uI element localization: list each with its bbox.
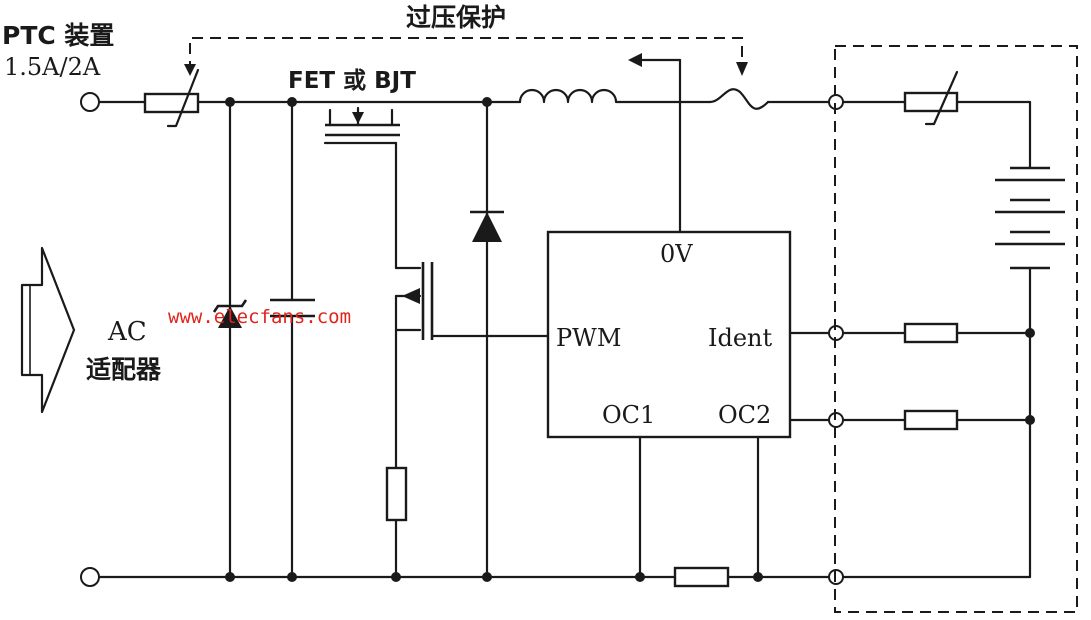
pin-0v: 0V (660, 240, 693, 268)
wiring (98, 58, 1032, 579)
inductor (518, 88, 622, 104)
label-ac: AC (107, 317, 147, 347)
current-sense-resistor (673, 566, 730, 588)
battery-pack-outline (834, 45, 1078, 613)
ident-resistor (903, 322, 959, 344)
thermistor-resistor (903, 409, 959, 431)
input-terminal-bottom (80, 567, 100, 587)
zener-diode-input (212, 299, 248, 328)
pin-pwm: PWM (556, 324, 621, 352)
overvoltage-link (184, 37, 748, 76)
ptc-thermistor-input (143, 68, 200, 128)
label-adapter: 适配器 (86, 355, 162, 384)
battery-cells (995, 166, 1065, 270)
input-terminal-top (80, 92, 100, 112)
pin-ident: Ident (708, 324, 773, 352)
feedback-arrow (628, 53, 642, 67)
input-capacitor (270, 298, 315, 318)
label-overvoltage: 过压保护 (406, 3, 506, 32)
ptc-thermistor-battery (903, 70, 959, 126)
junction-dots (225, 97, 1035, 582)
sense-resistor-vertical (385, 466, 408, 522)
pin-oc1: OC1 (602, 401, 655, 429)
controller-ic (546, 230, 792, 439)
label-transistor: FET 或 BJT (288, 68, 416, 94)
watermark: www.elecfans.com (168, 306, 351, 328)
fuse (708, 88, 770, 110)
driver-transistor (394, 262, 434, 340)
ac-input-arrow (20, 246, 76, 414)
pin-oc2: OC2 (718, 401, 771, 429)
label-ptc-rating: 1.5A/2A (4, 53, 101, 81)
label-ptc-device: PTC 装置 (2, 21, 114, 50)
series-fet (325, 106, 400, 137)
freewheel-diode (470, 210, 504, 242)
